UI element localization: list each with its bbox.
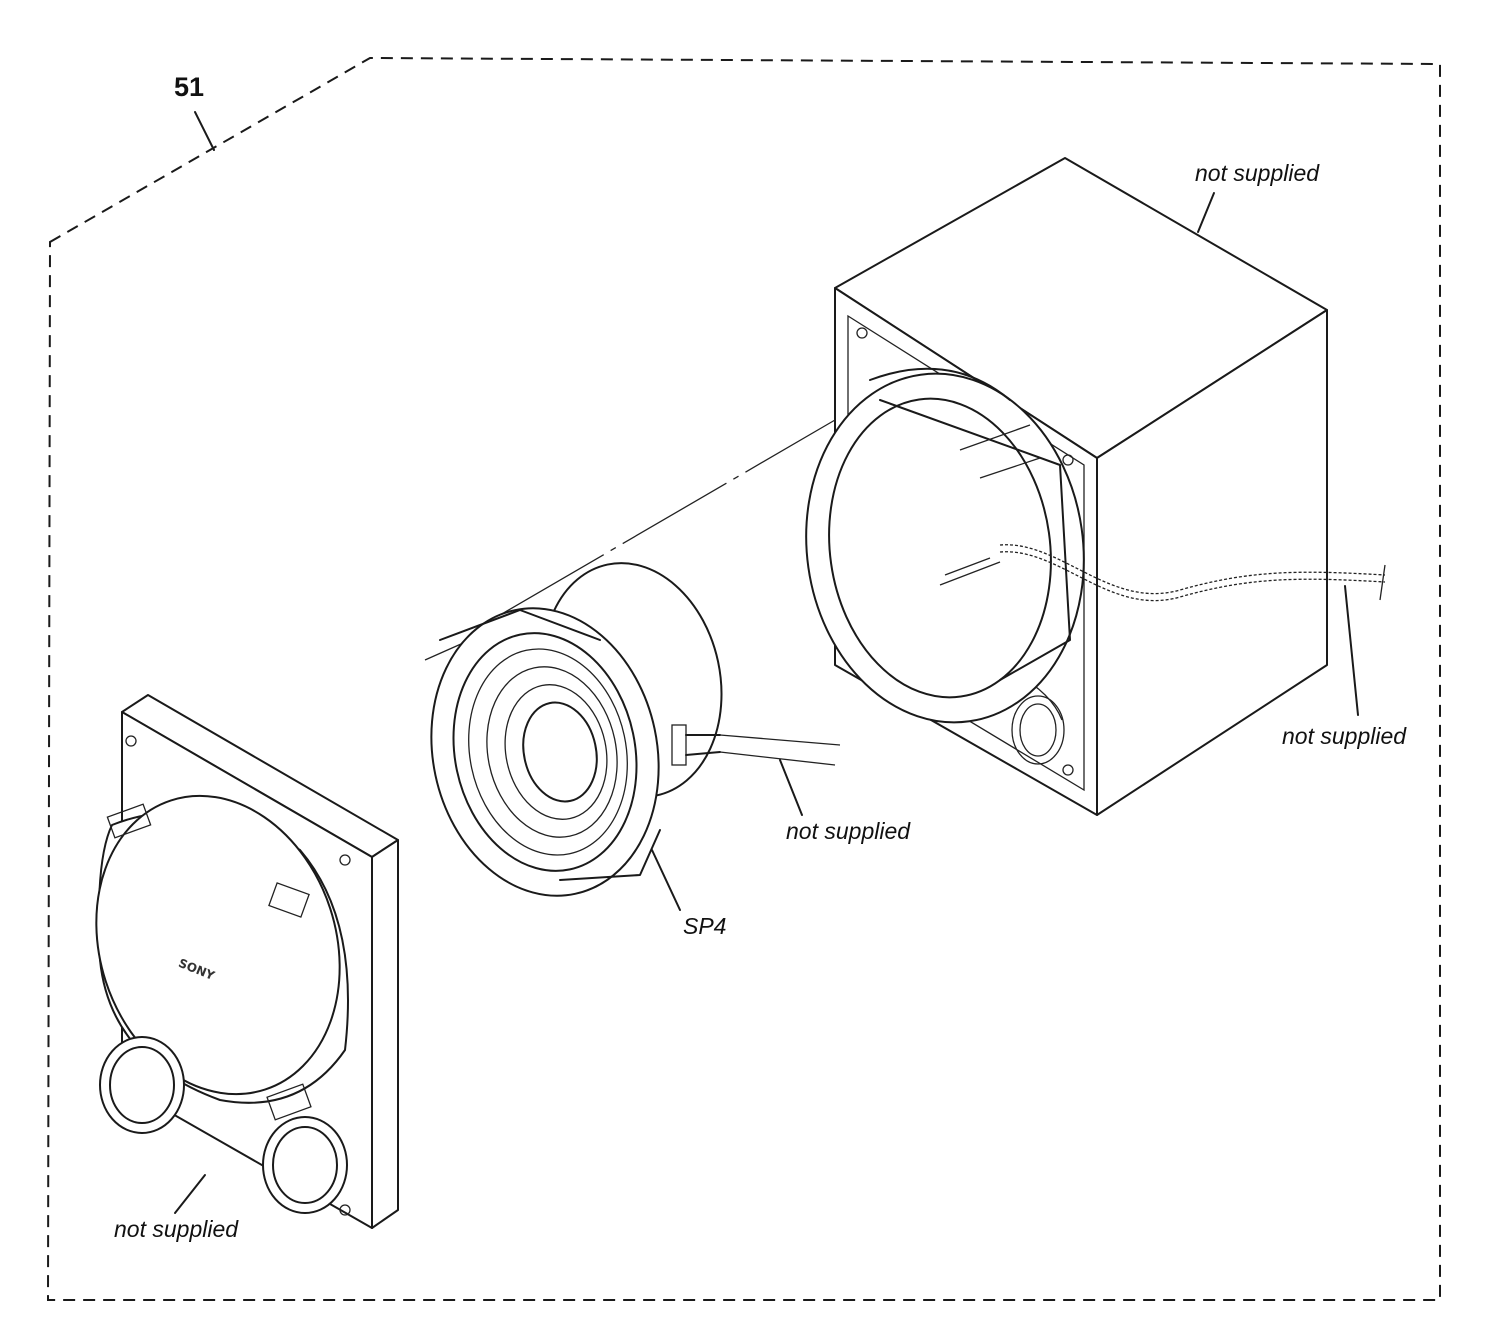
assembly-number-label: 51 — [174, 72, 205, 102]
assembly-boundary — [46, 56, 1441, 1301]
cable-label: not supplied — [1282, 723, 1407, 749]
cabinet-label: not supplied — [1195, 160, 1320, 186]
assembly-number-leader — [194, 111, 215, 151]
front-panel-leader — [174, 1174, 206, 1214]
alignment-line — [499, 419, 836, 616]
speaker-leader — [651, 849, 681, 911]
speaker-label: SP4 — [683, 913, 727, 939]
front-panel: SONY — [95, 694, 399, 1229]
cable — [999, 544, 1386, 595]
speaker-sp4 — [430, 562, 841, 897]
cable-leader — [1344, 585, 1359, 716]
cabinet-mounting-ring — [805, 367, 1085, 724]
speaker-wires-label: not supplied — [786, 818, 911, 844]
cabinet-leader — [1197, 192, 1215, 233]
front-panel-label: not supplied — [114, 1216, 239, 1242]
speaker-wires-leader — [779, 759, 803, 816]
